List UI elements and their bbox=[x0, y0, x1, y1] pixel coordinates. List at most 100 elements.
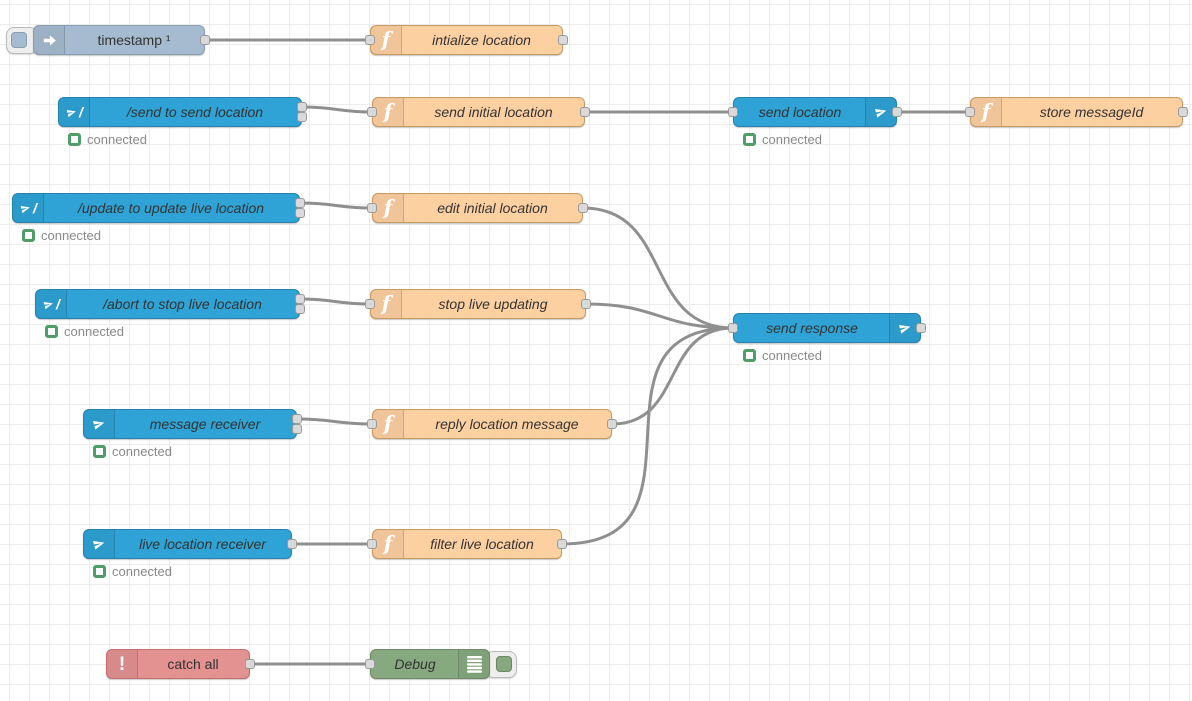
node-label: timestamp ¹ bbox=[97, 32, 171, 48]
node-label: reply location message bbox=[435, 416, 579, 432]
status-text: connected bbox=[762, 132, 822, 147]
status-text: connected bbox=[87, 132, 147, 147]
port[interactable] bbox=[292, 414, 302, 424]
function-f-icon: f bbox=[971, 98, 1002, 126]
port[interactable] bbox=[728, 107, 738, 117]
wire[interactable] bbox=[610, 326, 735, 426]
telegram-plane-icon bbox=[84, 530, 115, 558]
exclamation-icon: ! bbox=[107, 650, 138, 678]
function-f-icon: f bbox=[371, 290, 402, 318]
node-intialize-location[interactable]: f intialize location bbox=[370, 25, 563, 55]
port[interactable] bbox=[367, 419, 377, 429]
port[interactable] bbox=[287, 539, 297, 549]
port[interactable] bbox=[557, 539, 567, 549]
node-status: connected bbox=[68, 132, 147, 147]
button-inner bbox=[11, 31, 27, 48]
status-text: connected bbox=[64, 324, 124, 339]
node-send-response[interactable]: send response bbox=[733, 313, 921, 343]
node-abort-command[interactable]: //abort to stop live location bbox=[35, 289, 300, 319]
wire[interactable] bbox=[298, 201, 374, 210]
status-ring-icon bbox=[743, 133, 756, 146]
node-status: connected bbox=[743, 348, 822, 363]
inject-arrow-icon bbox=[34, 26, 65, 54]
wire[interactable] bbox=[560, 326, 735, 546]
wire[interactable] bbox=[581, 206, 735, 330]
port[interactable] bbox=[292, 424, 302, 434]
status-ring-icon bbox=[45, 325, 58, 338]
port[interactable] bbox=[367, 539, 377, 549]
wire[interactable] bbox=[298, 297, 372, 306]
telegram-command-icon: / bbox=[13, 194, 44, 222]
status-text: connected bbox=[112, 564, 172, 579]
node-label: send location bbox=[758, 104, 842, 120]
port[interactable] bbox=[367, 203, 377, 213]
node-label: catch all bbox=[167, 656, 219, 672]
telegram-command-icon: / bbox=[59, 98, 90, 126]
port[interactable] bbox=[578, 203, 588, 213]
node-update-command[interactable]: / /update to update live location bbox=[12, 193, 300, 223]
port[interactable] bbox=[365, 659, 375, 669]
node-status: connected bbox=[45, 324, 124, 339]
port[interactable] bbox=[728, 323, 738, 333]
port[interactable] bbox=[297, 102, 307, 112]
port[interactable] bbox=[965, 107, 975, 117]
function-f-icon: f bbox=[373, 410, 404, 438]
node-catch-all[interactable]: ! catch all bbox=[106, 649, 250, 679]
node-label: /update to update live location bbox=[77, 200, 265, 216]
node-label: message receiver bbox=[149, 416, 261, 432]
port[interactable] bbox=[558, 35, 568, 45]
wire[interactable] bbox=[584, 302, 735, 330]
wire[interactable] bbox=[295, 417, 374, 426]
port[interactable] bbox=[295, 294, 305, 304]
node-status: connected bbox=[22, 228, 101, 243]
port[interactable] bbox=[297, 112, 307, 122]
node-message-receiver[interactable]: message receiver bbox=[83, 409, 297, 439]
node-reply-location-message[interactable]: f reply location message bbox=[372, 409, 612, 439]
port[interactable] bbox=[367, 107, 377, 117]
status-ring-icon bbox=[68, 133, 81, 146]
node-label: filter live location bbox=[430, 536, 534, 552]
node-label: live location receiver bbox=[139, 536, 266, 552]
wire[interactable] bbox=[300, 105, 374, 114]
port[interactable] bbox=[916, 323, 926, 333]
node-label: intialize location bbox=[432, 32, 531, 48]
port[interactable] bbox=[245, 659, 255, 669]
port[interactable] bbox=[200, 35, 210, 45]
node-live-location-receiver[interactable]: live location receiver bbox=[83, 529, 292, 559]
node-status: connected bbox=[93, 564, 172, 579]
node-stop-live-updating[interactable]: f stop live updating bbox=[370, 289, 586, 319]
node-send-location[interactable]: send location bbox=[733, 97, 897, 127]
node-send-command[interactable]: / /send to send location bbox=[58, 97, 302, 127]
node-label: stop live updating bbox=[438, 296, 548, 312]
port[interactable] bbox=[581, 299, 591, 309]
port[interactable] bbox=[365, 299, 375, 309]
port[interactable] bbox=[1178, 107, 1188, 117]
telegram-plane-icon bbox=[84, 410, 115, 438]
node-status: connected bbox=[93, 444, 172, 459]
inject-button[interactable] bbox=[6, 26, 38, 54]
port[interactable] bbox=[295, 304, 305, 314]
node-debug[interactable]: Debug bbox=[370, 649, 490, 679]
port[interactable] bbox=[580, 107, 590, 117]
port[interactable] bbox=[295, 198, 305, 208]
node-label: /send to send location bbox=[126, 104, 264, 120]
status-ring-icon bbox=[93, 565, 106, 578]
status-text: connected bbox=[762, 348, 822, 363]
button-inner bbox=[496, 655, 512, 672]
port[interactable] bbox=[295, 208, 305, 218]
port[interactable] bbox=[607, 419, 617, 429]
port[interactable] bbox=[365, 35, 375, 45]
status-ring-icon bbox=[22, 229, 35, 242]
debug-toggle-button[interactable] bbox=[485, 650, 517, 678]
status-ring-icon bbox=[93, 445, 106, 458]
function-f-icon: f bbox=[371, 26, 402, 54]
node-timestamp[interactable]: timestamp ¹ bbox=[33, 25, 205, 55]
port[interactable] bbox=[892, 107, 902, 117]
telegram-plane-icon bbox=[865, 98, 896, 126]
debug-list-icon bbox=[458, 650, 489, 678]
